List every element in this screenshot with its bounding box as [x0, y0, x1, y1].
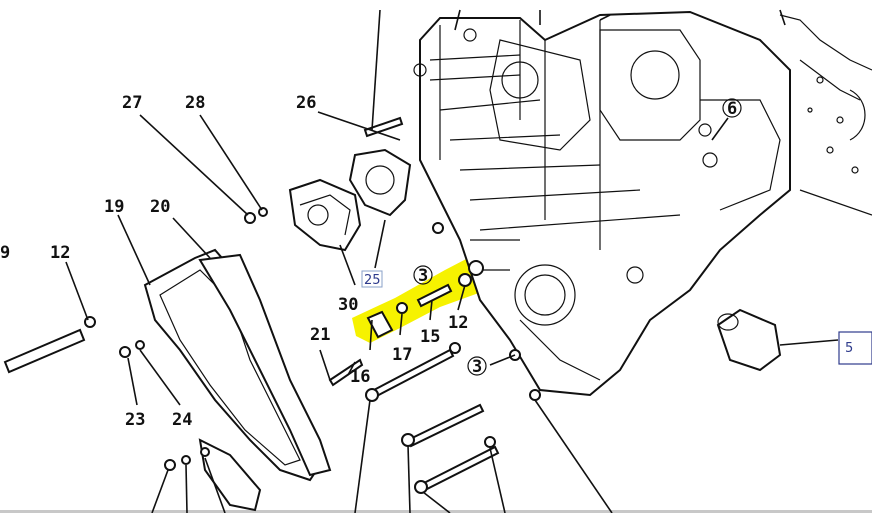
gasket-plate — [348, 148, 412, 217]
callout-15: 15 — [420, 327, 440, 347]
callout-28: 28 — [185, 93, 205, 113]
callout-box-25 — [361, 270, 383, 288]
callout-16: 16 — [350, 367, 370, 387]
pump-housing — [288, 178, 362, 252]
callout-12-right: 12 — [448, 313, 468, 333]
callout-9: 9 — [0, 243, 10, 263]
timing-cover-gasket — [143, 248, 332, 482]
callout-23: 23 — [125, 410, 145, 430]
leader-lines — [65, 9, 839, 513]
circled-markers — [413, 98, 742, 376]
bolts — [3, 116, 500, 494]
oil-pump-parts — [366, 260, 484, 339]
washers-nuts — [119, 207, 541, 471]
callout-6: 6 — [727, 99, 737, 119]
callout-3-upper: 3 — [418, 266, 428, 286]
callout-12-left: 12 — [50, 243, 70, 263]
callout-26: 26 — [296, 93, 316, 113]
callout-box-5 — [838, 331, 872, 365]
callout-24: 24 — [172, 410, 192, 430]
lower-plate — [198, 438, 262, 512]
callout-25: 25 — [364, 273, 381, 288]
callout-19: 19 — [104, 197, 124, 217]
callout-5: 5 — [845, 341, 853, 356]
oil-filter — [716, 308, 782, 372]
callout-17: 17 — [392, 345, 412, 365]
callout-3-lower: 3 — [472, 357, 482, 377]
callout-20: 20 — [150, 197, 170, 217]
callout-27: 27 — [122, 93, 142, 113]
engine-block-edge — [779, 14, 872, 216]
callout-30: 30 — [338, 295, 358, 315]
timing-case — [413, 10, 791, 397]
callout-21: 21 — [310, 325, 330, 345]
